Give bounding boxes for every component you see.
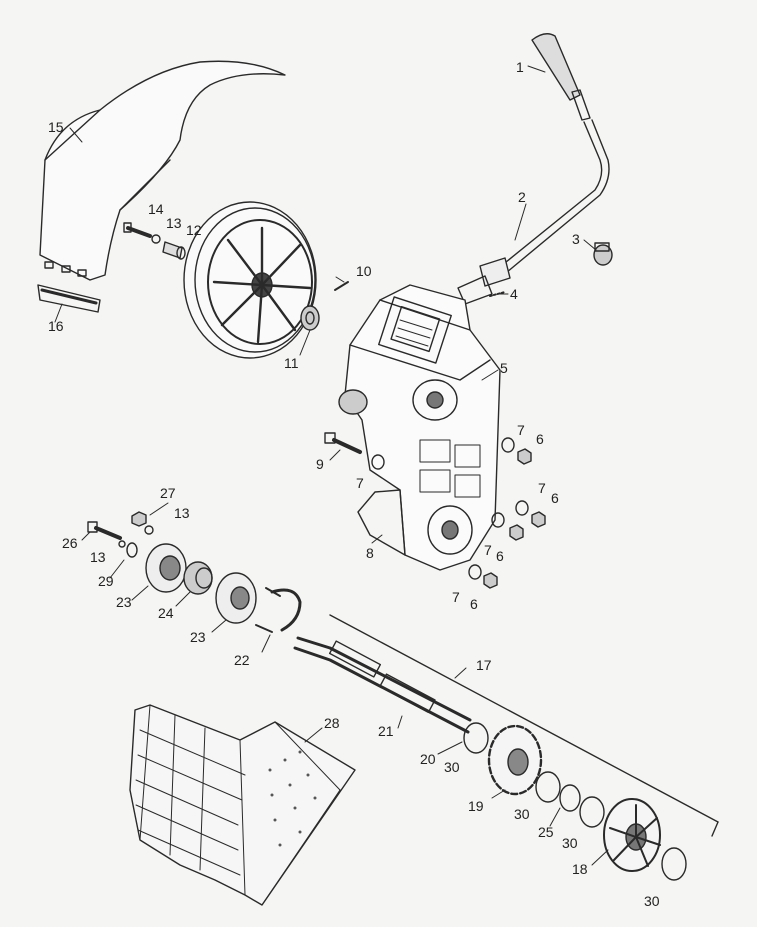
callout-30d: 30 bbox=[644, 893, 660, 909]
callout-14: 14 bbox=[148, 201, 164, 217]
callout-4: 4 bbox=[510, 286, 518, 302]
part-13-washer-top bbox=[151, 234, 161, 244]
part-22-clamp bbox=[255, 587, 302, 633]
part-20-ring bbox=[463, 722, 489, 754]
callout-9: 9 bbox=[316, 456, 324, 472]
part-23-flange-b bbox=[215, 572, 257, 624]
callout-1: 1 bbox=[516, 59, 524, 75]
callout-26: 26 bbox=[62, 535, 78, 551]
callout-16: 16 bbox=[48, 318, 64, 334]
callout-7d: 7 bbox=[484, 542, 492, 558]
callout-24: 24 bbox=[158, 605, 174, 621]
callout-6c: 6 bbox=[496, 548, 504, 564]
callout-23b: 23 bbox=[190, 629, 206, 645]
callout-6b: 6 bbox=[551, 490, 559, 506]
callout-25: 25 bbox=[538, 824, 554, 840]
callout-19: 19 bbox=[468, 798, 484, 814]
callout-7a: 7 bbox=[517, 422, 525, 438]
part-3-knob bbox=[593, 242, 613, 266]
part-14-bolt bbox=[123, 222, 152, 238]
callout-27: 27 bbox=[160, 485, 176, 501]
callout-3: 3 bbox=[572, 231, 580, 247]
callout-15: 15 bbox=[48, 119, 64, 135]
callout-30a: 30 bbox=[444, 759, 460, 775]
callout-18: 18 bbox=[572, 861, 588, 877]
part-10-pin bbox=[334, 281, 349, 291]
callout-5: 5 bbox=[500, 360, 508, 376]
callout-6d: 6 bbox=[470, 596, 478, 612]
callout-7c: 7 bbox=[538, 480, 546, 496]
callout-13c: 13 bbox=[90, 549, 106, 565]
part-16-decal bbox=[37, 284, 101, 313]
callout-29: 29 bbox=[98, 573, 114, 589]
part-12-bushing bbox=[162, 241, 186, 260]
callout-30b: 30 bbox=[514, 806, 530, 822]
part-28-track bbox=[129, 704, 356, 906]
callout-10: 10 bbox=[356, 263, 372, 279]
part-5-gearbox bbox=[338, 284, 501, 571]
part-11-nut bbox=[300, 305, 320, 331]
part-25-spacer bbox=[559, 784, 581, 812]
part-12-pulley bbox=[183, 201, 317, 359]
callout-7e: 7 bbox=[452, 589, 460, 605]
part-18-wheel bbox=[603, 798, 661, 872]
callout-20: 20 bbox=[420, 751, 436, 767]
callout-12: 12 bbox=[186, 222, 202, 238]
part-2-lever bbox=[457, 119, 610, 305]
part-9-bolt bbox=[324, 432, 362, 454]
callout-23a: 23 bbox=[116, 594, 132, 610]
part-24-bearing bbox=[183, 561, 213, 595]
callout-17: 17 bbox=[476, 657, 492, 673]
callout-28: 28 bbox=[324, 715, 340, 731]
part-26-bolt bbox=[87, 521, 122, 540]
part-29-washer bbox=[126, 542, 138, 558]
callout-30c: 30 bbox=[562, 835, 578, 851]
part-30-rings bbox=[535, 771, 687, 881]
part-13-washers bbox=[118, 525, 154, 548]
part-15-fender bbox=[39, 60, 286, 281]
part-23-flange-a bbox=[145, 543, 187, 593]
callout-13b: 13 bbox=[174, 505, 190, 521]
callout-2: 2 bbox=[518, 189, 526, 205]
parts-6-7-washers-nuts bbox=[371, 437, 546, 589]
callout-11: 11 bbox=[284, 355, 299, 371]
callout-22: 22 bbox=[234, 652, 250, 668]
callout-6a: 6 bbox=[536, 431, 544, 447]
callout-21: 21 bbox=[378, 723, 394, 739]
callout-8: 8 bbox=[366, 545, 374, 561]
part-1-handle bbox=[531, 33, 591, 121]
part-27-nut bbox=[131, 511, 147, 527]
callout-13a: 13 bbox=[166, 215, 182, 231]
part-19-sprocket bbox=[487, 724, 543, 796]
callout-7b: 7 bbox=[356, 475, 364, 491]
leader-lines bbox=[54, 65, 609, 866]
part-17-shaft-assembly bbox=[293, 614, 719, 837]
part-8-gasket bbox=[357, 489, 406, 556]
